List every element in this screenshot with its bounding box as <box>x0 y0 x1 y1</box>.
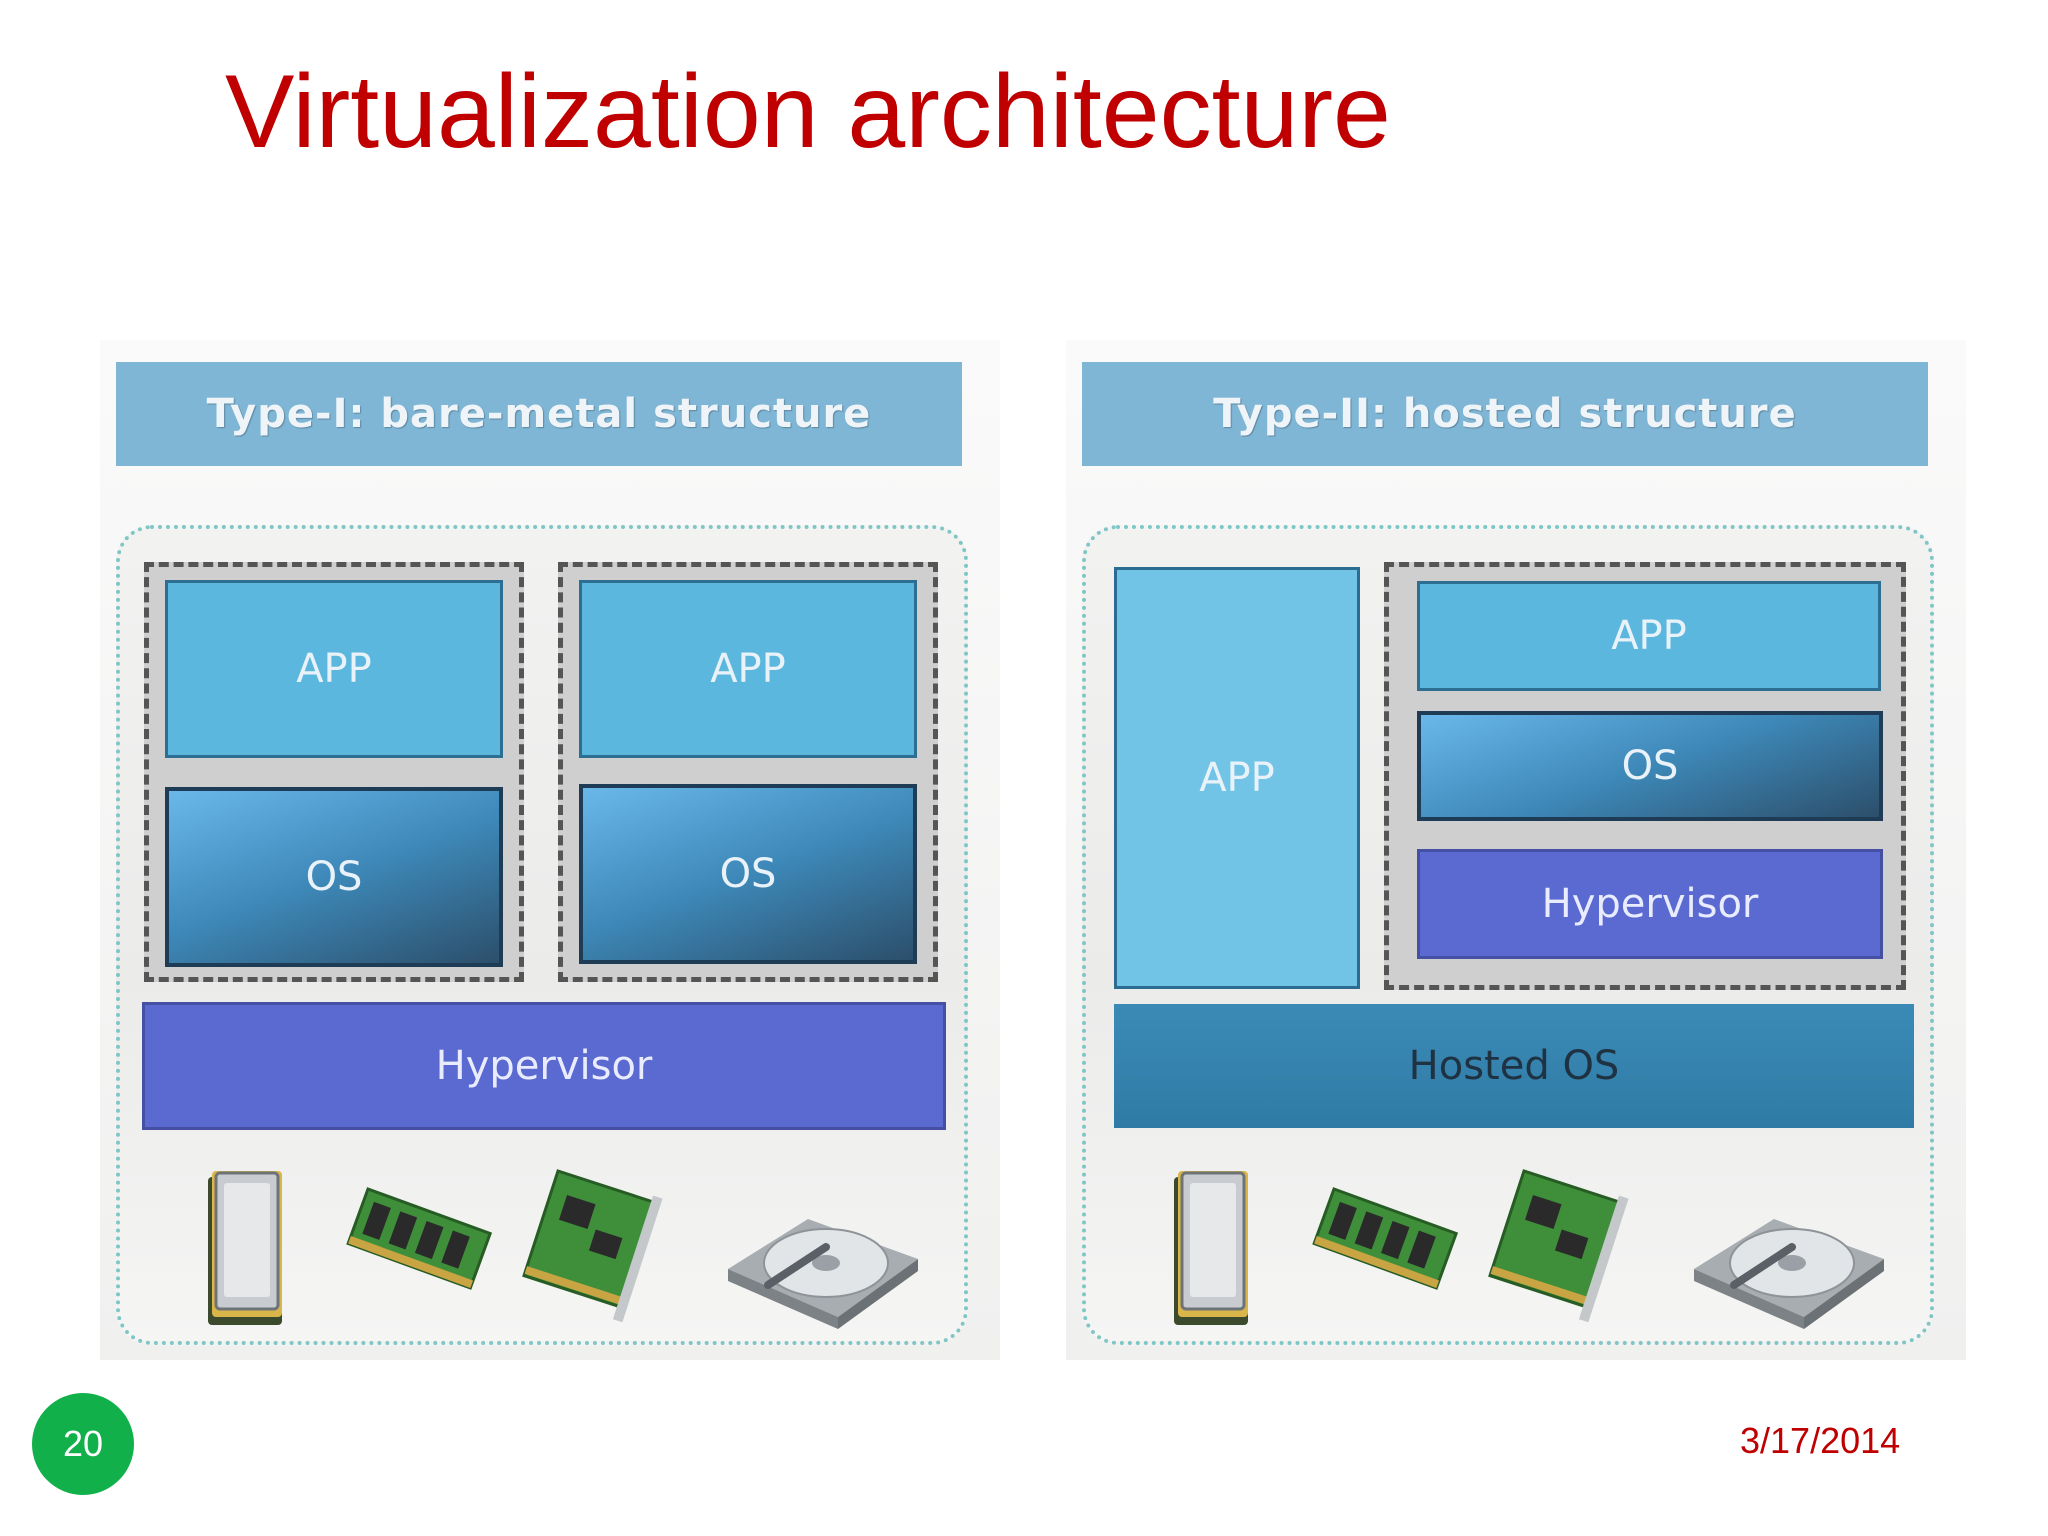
hard-disk-icon <box>1694 1219 1884 1329</box>
cpu-icon <box>208 1171 282 1325</box>
memory-module-icon <box>346 1187 493 1290</box>
hard-disk-icon <box>728 1219 918 1329</box>
slide-title: Virtualization architecture <box>225 54 1391 170</box>
network-card-icon <box>522 1169 663 1323</box>
type1-vm1-app: APP <box>165 580 503 758</box>
slide-date: 3/17/2014 <box>1740 1420 1901 1461</box>
type2-header: Type-II: hosted structure <box>1082 362 1928 466</box>
type1-hypervisor: Hypervisor <box>142 1002 946 1130</box>
type2-vm-app: APP <box>1417 581 1881 691</box>
type1-header: Type-I: bare-metal structure <box>116 362 962 466</box>
type1-vm-1: APP OS <box>144 562 524 982</box>
type1-hardware-row <box>208 1169 918 1329</box>
type2-hypervisor: Hypervisor <box>1417 849 1883 959</box>
type1-vm2-os: OS <box>579 784 917 964</box>
type1-vm2-app: APP <box>579 580 917 758</box>
cpu-icon <box>1174 1171 1248 1325</box>
type1-vm-2: APP OS <box>558 562 938 982</box>
type2-hosted-os: Hosted OS <box>1114 1004 1914 1128</box>
type2-native-app: APP <box>1114 567 1360 989</box>
type2-vm-os: OS <box>1417 711 1883 821</box>
type2-diagram-frame: APP APP OS Hypervisor Hosted OS <box>1082 525 1934 1345</box>
network-card-icon <box>1488 1169 1629 1323</box>
type1-vm1-os: OS <box>165 787 503 967</box>
type2-guest-vm: APP OS Hypervisor <box>1384 562 1906 990</box>
page-number-badge: 20 <box>32 1393 134 1495</box>
type2-hardware-row <box>1174 1169 1884 1329</box>
type1-diagram-frame: APP OS APP OS Hypervisor <box>116 525 968 1345</box>
memory-module-icon <box>1312 1187 1459 1290</box>
